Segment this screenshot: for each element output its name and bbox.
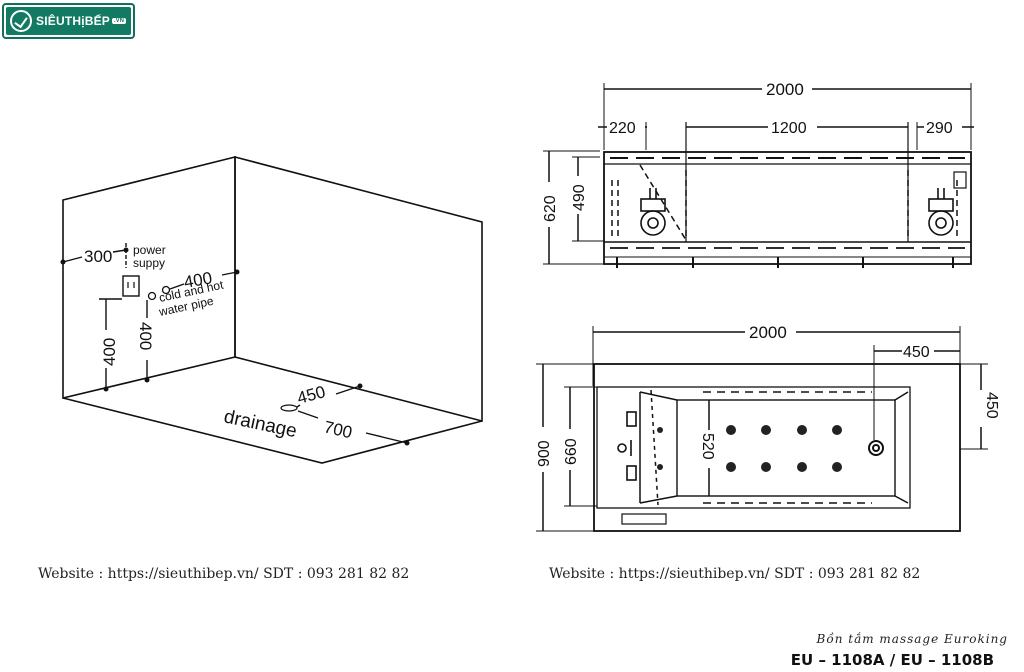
dim-450-drain-line (296, 385, 361, 408)
dim-700-drain: 700 (322, 417, 354, 442)
hot-pipe-icon (147, 291, 157, 301)
dim-400-left-line (99, 298, 122, 389)
product-model: EU – 1108A / EU – 1108B (790, 651, 994, 669)
jet-icon (657, 427, 663, 433)
jet-icon (832, 425, 842, 435)
technical-drawing: 300 power suppy 400 400 400 cold and hot… (60, 80, 1000, 532)
handle-icon (626, 465, 637, 481)
dim-400-left: 400 (100, 338, 119, 366)
side-dim-490: 490 (571, 184, 588, 211)
top-dim-520: 520 (699, 433, 716, 460)
power-label-line1: power (133, 243, 166, 257)
dim-450-drain: 450 (295, 382, 327, 408)
side-elevation-view (543, 83, 974, 268)
right-wall-outline (234, 155, 483, 423)
dim-700-drain-line (297, 410, 408, 444)
dim-300-dot-end (123, 247, 129, 253)
pump-right-icon (928, 171, 967, 236)
side-dim-220: 220 (609, 120, 636, 137)
jet-icon (657, 464, 663, 470)
drain-overflow-icon (868, 440, 884, 456)
brand-logo: SIÊUTHịBẾP .VN (2, 3, 135, 39)
jet-icon (726, 462, 736, 472)
brand-tld: .VN (112, 18, 127, 24)
pump-left-icon (640, 188, 666, 236)
footer-contact-left: Website : https://sieuthibep.vn/ SDT : 0… (38, 566, 410, 582)
power-label-line2: suppy (133, 256, 165, 270)
jet-icon (761, 425, 771, 435)
top-dim-900: 900 (536, 440, 553, 467)
floor-outline (62, 397, 483, 464)
footer-contact-right: Website : https://sieuthibep.vn/ SDT : 0… (549, 566, 921, 582)
jet-icon (832, 462, 842, 472)
faucet-controls (617, 411, 637, 481)
jet-icon (726, 425, 736, 435)
jet-icon (797, 425, 807, 435)
top-dim-2000: 2000 (749, 323, 787, 342)
massage-jets (657, 425, 842, 472)
brand-name: SIÊUTHịBẾP (36, 14, 111, 28)
handle-icon (626, 411, 637, 427)
drainage-label: drainage (222, 406, 299, 442)
check-circle-icon (10, 10, 32, 32)
dim-400-pipe: 400 (182, 268, 213, 292)
top-dim-450-right: 450 (983, 392, 1000, 419)
logo-badge: SIÊUTHịBẾP .VN (6, 7, 131, 35)
power-outlet-icon (122, 275, 140, 297)
dim-300: 300 (84, 247, 112, 266)
top-dim-450: 450 (903, 344, 930, 361)
faucet-icon (617, 443, 627, 453)
side-dim-1200: 1200 (771, 120, 807, 137)
top-dim-660: 660 (563, 438, 580, 465)
dim-400-mid: 400 (136, 322, 155, 350)
side-dim-2000: 2000 (766, 80, 804, 99)
jet-icon (797, 462, 807, 472)
side-dim-620: 620 (542, 195, 559, 222)
drain-icon (280, 404, 298, 412)
room-isometric-view (62, 155, 483, 464)
dim-300-dot (60, 259, 66, 265)
side-dim-290: 290 (926, 120, 953, 137)
cold-pipe-icon (161, 285, 171, 295)
top-plan-view (536, 326, 988, 532)
jet-icon (761, 462, 771, 472)
product-subtitle: Bồn tắm massage Euroking (816, 632, 1008, 646)
